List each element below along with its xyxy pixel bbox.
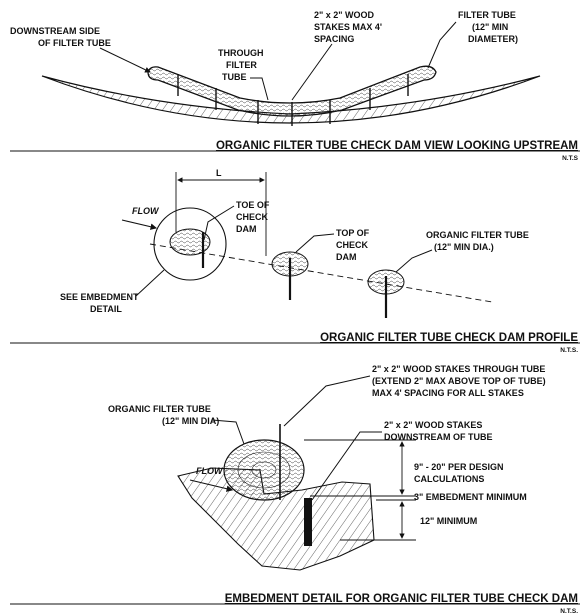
label-stakes-through-tube: 2" x 2" WOOD STAKES THROUGH TUBE (EXTEND… [372,364,546,398]
flow-label: FLOW [196,466,224,476]
section-title: EMBEDMENT DETAIL FOR ORGANIC FILTER TUBE… [225,593,578,605]
svg-text:DOWNSTREAM OF TUBE: DOWNSTREAM OF TUBE [384,432,493,442]
svg-text:(12" MIN DIA): (12" MIN DIA) [162,416,219,426]
svg-text:DIAMETER): DIAMETER) [468,34,518,44]
label-dim-height: 9" - 20" PER DESIGN CALCULATIONS [414,462,504,484]
wood-stakes [177,74,409,126]
flow-arrow [121,219,158,230]
svg-text:CHECK: CHECK [236,212,269,222]
filter-tube-cross-section [223,439,305,501]
svg-text:DAM: DAM [236,224,257,234]
scale-note: N.T.S [562,155,579,162]
label-through-tube: THROUGH FILTER TUBE [218,48,264,82]
label-stakes-downstream: 2" x 2" WOOD STAKES DOWNSTREAM OF TUBE [384,420,493,442]
filter-tube-1 [169,228,211,256]
svg-text:CALCULATIONS: CALCULATIONS [414,474,484,484]
channel-soil [41,75,541,124]
embedment-detail-section: FLOW 2" x 2" WOOD STAKES THROUGH TUBE (E… [10,364,580,615]
leader-downstream-side [99,47,151,73]
embedment-detail-callout [153,207,227,281]
label-top-of-dam: TOP OF CHECK DAM [336,228,370,262]
svg-text:(EXTEND 2" MAX ABOVE TOP OF TU: (EXTEND 2" MAX ABOVE TOP OF TUBE) [372,376,546,386]
flow-label: FLOW [132,206,160,216]
flow-arrow [189,479,234,492]
svg-text:ORGANIC FILTER TUBE: ORGANIC FILTER TUBE [426,230,529,240]
label-organic-filter-tube: ORGANIC FILTER TUBE (12" MIN DIA.) [426,230,529,252]
label-dim-embedment: 3" EMBEDMENT MINIMUM [414,492,527,502]
profile-section: L FLOW TOE OF CHECK DAM TOP OF CHECK DAM… [10,168,580,354]
svg-text:STAKES MAX 4': STAKES MAX 4' [314,22,382,32]
svg-text:FILTER TUBE: FILTER TUBE [458,10,516,20]
svg-text:(12" MIN: (12" MIN [472,22,508,32]
leader-filter-tube [211,419,245,445]
svg-text:2" x 2" WOOD STAKES THROUGH TU: 2" x 2" WOOD STAKES THROUGH TUBE [372,364,545,374]
leader-through-tube [250,77,269,101]
svg-text:DOWNSTREAM SIDE: DOWNSTREAM SIDE [10,26,100,36]
svg-text:TOP OF: TOP OF [336,228,370,238]
label-filter-tube: FILTER TUBE (12" MIN DIAMETER) [458,10,518,44]
leader-wood-stakes [291,43,333,101]
leader-stakes-downstream [311,431,382,501]
section-title: ORGANIC FILTER TUBE CHECK DAM VIEW LOOKI… [216,140,578,152]
section-title: ORGANIC FILTER TUBE CHECK DAM PROFILE [320,332,578,344]
svg-text:2" x 2" WOOD STAKES: 2" x 2" WOOD STAKES [384,420,482,430]
leader-see-embedment [135,269,165,297]
stake-downstream [304,498,312,546]
svg-text:ORGANIC FILTER TUBE: ORGANIC FILTER TUBE [108,404,211,414]
dimension-lines [304,439,416,541]
svg-text:9" - 20" PER DESIGN: 9" - 20" PER DESIGN [414,462,504,472]
upstream-view-section: DOWNSTREAM SIDE OF FILTER TUBE THROUGH F… [10,10,580,162]
leader-filter-tube [427,21,457,69]
channel-grade-line [149,243,493,303]
label-toe-of-dam: TOE OF CHECK DAM [236,200,270,234]
svg-text:THROUGH: THROUGH [218,48,264,58]
leader-stakes-through [283,375,371,427]
label-organic-filter-tube: ORGANIC FILTER TUBE (12" MIN DIA) [108,404,219,426]
svg-text:TUBE: TUBE [222,72,247,82]
svg-text:L: L [216,168,222,178]
svg-text:FILTER: FILTER [226,60,257,70]
svg-text:SEE EMBEDMENT: SEE EMBEDMENT [60,292,139,302]
dimension-l: L [175,168,267,256]
svg-text:(12" MIN DIA.): (12" MIN DIA.) [434,242,494,252]
leader-toe [203,205,235,241]
svg-text:DETAIL: DETAIL [90,304,122,314]
svg-text:OF FILTER TUBE: OF FILTER TUBE [38,38,111,48]
leader-organic-filter-tube [395,249,433,273]
scale-note: N.T.S. [560,347,578,354]
label-wood-stakes: 2" x 2" WOOD STAKES MAX 4' SPACING [314,10,382,44]
svg-text:CHECK: CHECK [336,240,369,250]
svg-text:2" x 2" WOOD: 2" x 2" WOOD [314,10,375,20]
svg-text:TOE OF: TOE OF [236,200,270,210]
label-see-embedment: SEE EMBEDMENT DETAIL [60,292,139,314]
svg-text:DAM: DAM [336,252,357,262]
scale-note: N.T.S. [560,608,578,615]
svg-text:MAX 4' SPACING FOR ALL STAKES: MAX 4' SPACING FOR ALL STAKES [372,388,524,398]
svg-text:SPACING: SPACING [314,34,354,44]
label-dim-minimum: 12" MINIMUM [420,516,477,526]
label-downstream-side: DOWNSTREAM SIDE OF FILTER TUBE [10,26,111,48]
leader-top [295,233,335,253]
